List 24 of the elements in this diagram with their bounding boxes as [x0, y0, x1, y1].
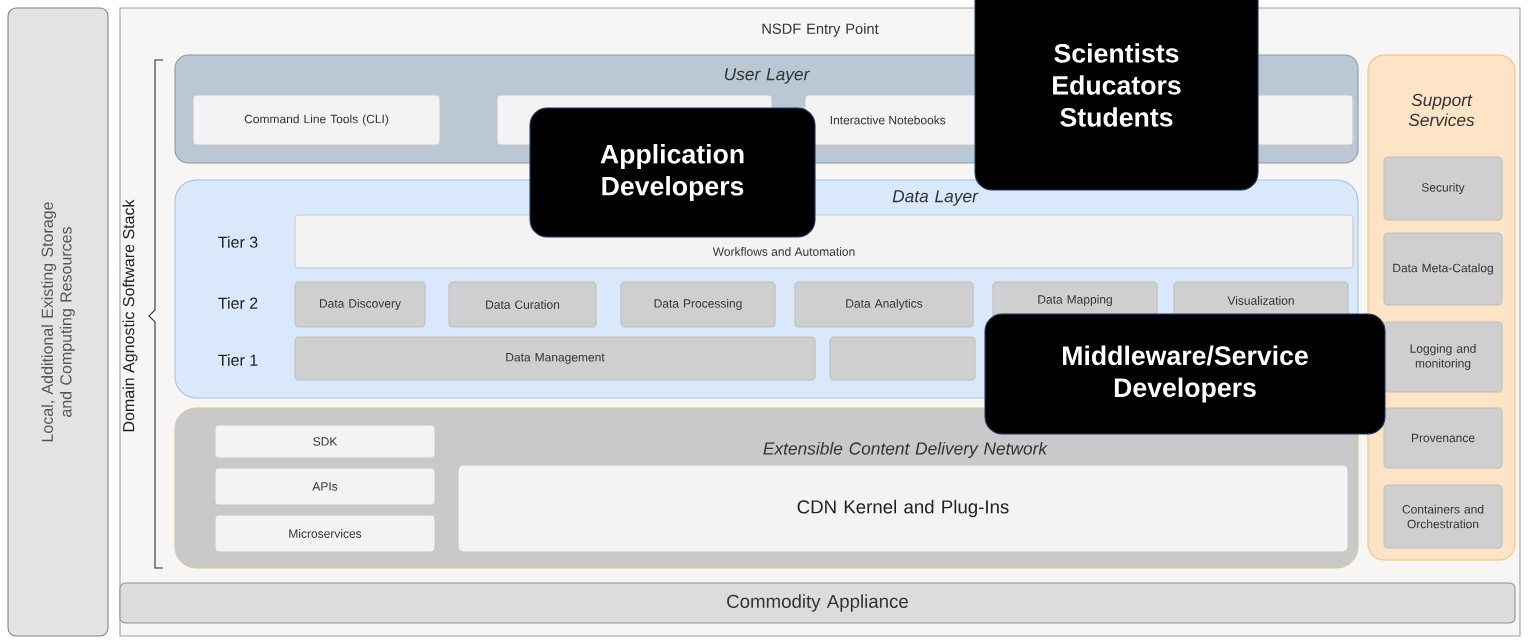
component-box: Data Management [294, 336, 816, 381]
component-box: Containers and Orchestration [1383, 484, 1503, 549]
role-callout: Scientists Educators Students [974, 0, 1259, 191]
component-box: Security [1383, 156, 1503, 221]
tier-label: Tier 2 [218, 297, 258, 309]
component-box [829, 336, 976, 381]
component-box: SDK [214, 424, 436, 459]
component-box: Data Meta-Catalog [1383, 232, 1503, 306]
component-box: Data Processing [620, 281, 776, 328]
appliance-bar: Commodity Appliance [119, 582, 1516, 624]
role-callout: Middleware/Service Developers [984, 313, 1386, 435]
role-callout: Application Developers [529, 107, 816, 238]
component-box: APIs [214, 467, 436, 506]
component-box: Data Curation [448, 281, 597, 328]
component-box: Data Discovery [294, 281, 426, 328]
component-box: Logging and monitoring [1383, 321, 1503, 393]
component-box: Microservices [214, 514, 436, 553]
tier-label: Tier 3 [218, 236, 258, 248]
resource-panel: Local, Additional Existing Storage and Computing Resources [7, 7, 109, 637]
component-box: Data Analytics [794, 281, 974, 328]
tier-label: Tier 1 [218, 354, 258, 366]
kernel-box: CDN Kernel and Plug-Ins [457, 464, 1349, 553]
component-box: Provenance [1383, 407, 1503, 469]
component-box: Command Line Tools (CLI) [192, 94, 441, 146]
